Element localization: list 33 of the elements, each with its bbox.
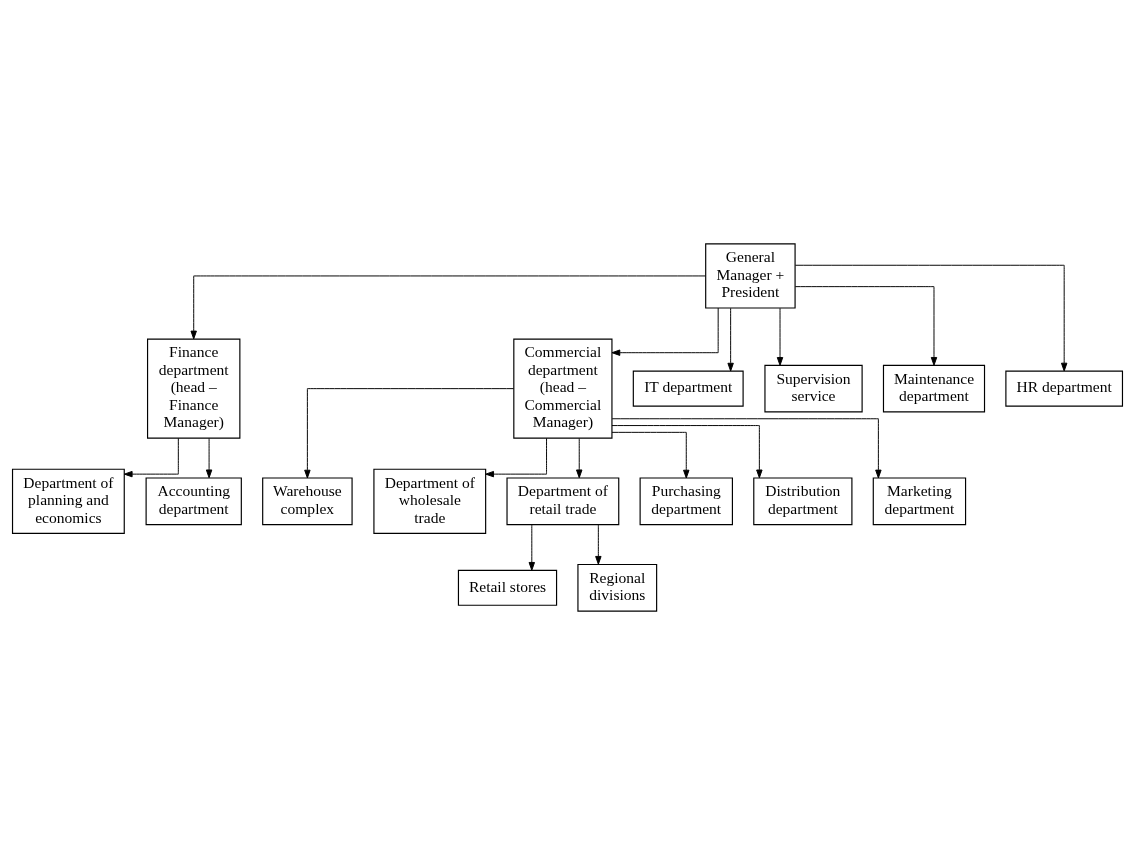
arrow xyxy=(727,307,734,371)
arrow xyxy=(576,437,583,478)
arrow xyxy=(776,307,784,366)
node-box: IT department xyxy=(632,370,744,407)
node-box: Maintenance department xyxy=(882,364,986,413)
node-box: Commercial department (head – Commercial Manager) xyxy=(513,338,613,439)
arrow xyxy=(611,307,719,356)
node-box: Retail stores xyxy=(457,569,558,606)
arrow xyxy=(485,437,547,477)
arrow xyxy=(190,274,706,339)
node-box: Department of retail trade xyxy=(506,476,620,525)
node-box: Regional divisions xyxy=(577,563,658,612)
arrow xyxy=(304,387,515,478)
node-box: Warehouse complex xyxy=(262,476,353,525)
arrow xyxy=(528,523,535,571)
node-box: General Manager + President xyxy=(705,242,796,309)
node-box: Marketing department xyxy=(872,476,967,525)
arrow xyxy=(794,264,1068,371)
arrow xyxy=(611,424,763,478)
arrow xyxy=(123,437,179,477)
arrow xyxy=(611,431,690,478)
node-box: Department of wholesale trade xyxy=(373,468,487,534)
arrow xyxy=(205,437,213,478)
arrow xyxy=(611,417,882,478)
node-box: Accounting department xyxy=(145,476,242,525)
node-box: Distribution department xyxy=(753,476,853,525)
node-box: Supervision service xyxy=(764,364,863,413)
node-box: HR department xyxy=(1005,370,1124,407)
arrow xyxy=(595,523,602,565)
node-box: Finance department (head – Finance Manager) xyxy=(147,338,241,439)
node-box: Department of planning and economics xyxy=(11,468,125,534)
arrow xyxy=(794,285,938,366)
node-box: Purchasing department xyxy=(639,476,733,525)
